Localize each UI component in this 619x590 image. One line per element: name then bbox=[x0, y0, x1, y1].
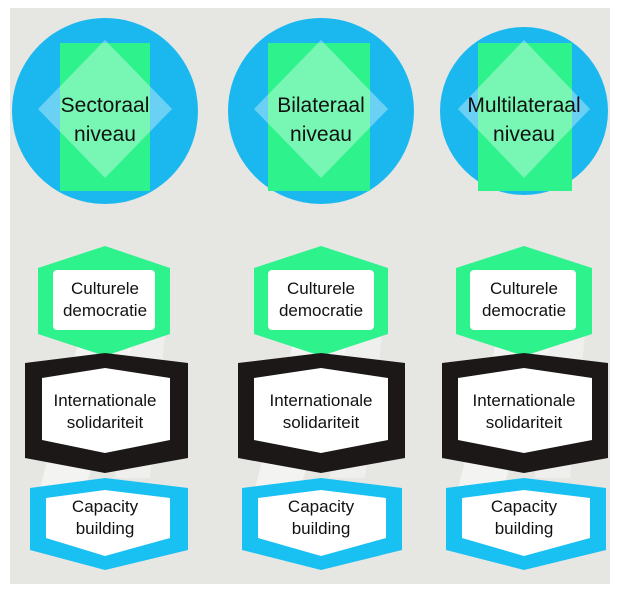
culture-hexagon: Culturele democratie bbox=[38, 246, 170, 356]
culture-hexagon-inner bbox=[470, 270, 576, 330]
level-square bbox=[60, 43, 150, 191]
level-diamond bbox=[254, 40, 388, 178]
capacity-label-line1: Capacity bbox=[72, 497, 139, 516]
culture-label-line1: Culturele bbox=[71, 279, 139, 298]
column-1: Sectoraal niveau Culturele democratie In… bbox=[12, 18, 198, 570]
solidarity-hexagon: Internationale solidariteit bbox=[442, 353, 608, 473]
level-label-line1: Multilateraal bbox=[467, 94, 580, 117]
solidarity-label-line2: solidariteit bbox=[283, 413, 360, 432]
level-label-line1: Sectoraal bbox=[61, 94, 150, 117]
culture-hexagon-inner bbox=[53, 270, 155, 330]
capacity-hexagon-inner bbox=[46, 490, 170, 556]
culture-hexagon: Culturele democratie bbox=[254, 246, 388, 356]
capacity-hexagon-inner bbox=[258, 490, 386, 556]
level-square bbox=[478, 43, 572, 191]
level-badge: Bilateraal niveau bbox=[228, 18, 414, 204]
level-badge: Sectoraal niveau bbox=[12, 18, 198, 204]
solidarity-hexagon-inner bbox=[458, 368, 592, 453]
solidarity-label-line1: Internationale bbox=[53, 391, 156, 410]
solidarity-label-line1: Internationale bbox=[269, 391, 372, 410]
capacity-label-line1: Capacity bbox=[491, 497, 558, 516]
culture-label-line2: democratie bbox=[279, 301, 363, 320]
solidarity-label-line1: Internationale bbox=[472, 391, 575, 410]
level-label-line2: niveau bbox=[493, 123, 555, 146]
level-badge: Multilateraal niveau bbox=[440, 27, 608, 195]
solidarity-label-line2: solidariteit bbox=[486, 413, 563, 432]
culture-label-line1: Culturele bbox=[287, 279, 355, 298]
level-diamond bbox=[38, 40, 172, 178]
level-label-line2: niveau bbox=[74, 123, 136, 146]
diagram-canvas: Sectoraal niveau Culturele democratie In… bbox=[10, 8, 610, 584]
capacity-label-line1: Capacity bbox=[288, 497, 355, 516]
level-square bbox=[268, 43, 370, 191]
level-label-line2: niveau bbox=[290, 123, 352, 146]
capacity-label-line2: building bbox=[292, 519, 351, 538]
culture-label-line2: democratie bbox=[63, 301, 147, 320]
level-diamond bbox=[458, 40, 590, 178]
solidarity-hexagon-inner bbox=[42, 368, 170, 453]
culture-hexagon: Culturele democratie bbox=[456, 246, 592, 356]
solidarity-hexagon: Internationale solidariteit bbox=[25, 353, 188, 473]
culture-hexagon-inner bbox=[268, 270, 374, 330]
culture-label-line1: Culturele bbox=[490, 279, 558, 298]
diagram-svg: Sectoraal niveau Culturele democratie In… bbox=[12, 18, 608, 570]
capacity-hexagon-inner bbox=[462, 490, 590, 556]
level-label-line1: Bilateraal bbox=[277, 94, 365, 117]
capacity-hexagon: Capacity building bbox=[30, 478, 188, 570]
capacity-hexagon: Capacity building bbox=[446, 478, 606, 570]
capacity-label-line2: building bbox=[495, 519, 554, 538]
solidarity-hexagon: Internationale solidariteit bbox=[238, 353, 405, 473]
column-3: Multilateraal niveau Culturele democrati… bbox=[440, 27, 608, 570]
solidarity-label-line2: solidariteit bbox=[67, 413, 144, 432]
capacity-label-line2: building bbox=[76, 519, 135, 538]
culture-label-line2: democratie bbox=[482, 301, 566, 320]
column-2: Bilateraal niveau Culturele democratie I… bbox=[228, 18, 414, 570]
solidarity-hexagon-inner bbox=[254, 368, 388, 453]
capacity-hexagon: Capacity building bbox=[242, 478, 402, 570]
